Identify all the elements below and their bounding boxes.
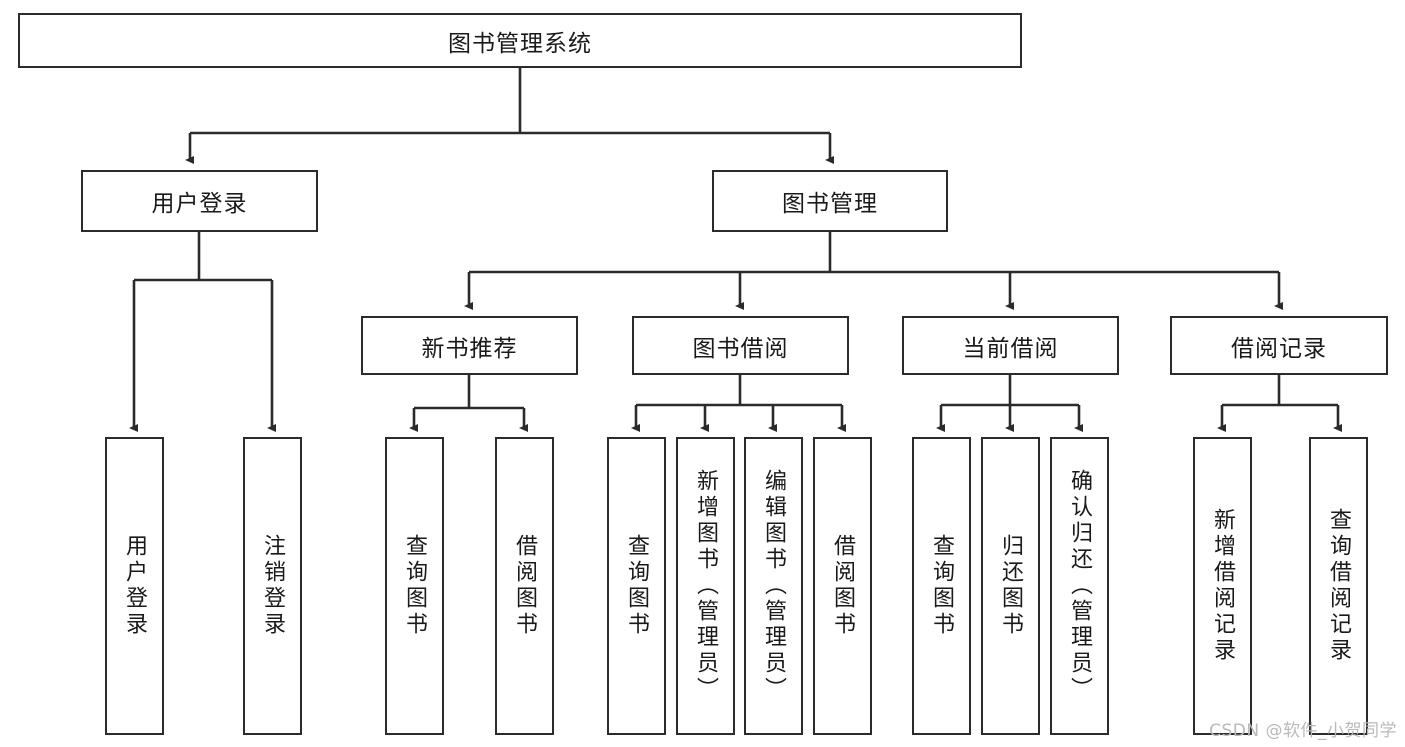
node-label: 新增图书（管理员）: [693, 469, 719, 703]
node-leaf-add-book-admin[interactable]: 新增图书（管理员）: [676, 437, 735, 735]
node-leaf-borrow-book[interactable]: 借阅图书: [813, 437, 872, 735]
node-label: 查询图书: [624, 534, 650, 638]
node-label: 图书借阅: [692, 335, 789, 362]
node-label: 注销登录: [260, 534, 286, 638]
node-leaf-edit-book-admin[interactable]: 编辑图书（管理员）: [744, 437, 803, 735]
node-label: 查询图书: [402, 534, 428, 638]
node-leaf-borrow-book-recommend[interactable]: 借阅图书: [495, 437, 554, 735]
node-label: 图书管理系统: [448, 30, 592, 57]
node-leaf-confirm-return-admin[interactable]: 确认归还（管理员）: [1050, 437, 1109, 735]
node-new-book-recommend[interactable]: 新书推荐: [361, 316, 578, 375]
node-label: 新增借阅记录: [1210, 508, 1236, 664]
node-user-login[interactable]: 用户登录: [81, 170, 318, 232]
node-label: 确认归还（管理员）: [1067, 469, 1093, 703]
node-label: 新书推荐: [421, 335, 518, 362]
node-leaf-user-login[interactable]: 用户登录: [105, 437, 164, 735]
node-label: 查询图书: [929, 534, 955, 638]
node-label: 借阅图书: [512, 534, 538, 638]
watermark: CSDN @软件_小贺同学: [1209, 721, 1397, 741]
node-leaf-query-book-current[interactable]: 查询图书: [912, 437, 971, 735]
node-leaf-logout[interactable]: 注销登录: [243, 437, 302, 735]
node-label: 当前借阅: [962, 335, 1059, 362]
node-leaf-query-book-recommend[interactable]: 查询图书: [385, 437, 444, 735]
node-current-borrow[interactable]: 当前借阅: [902, 316, 1119, 375]
node-label: 用户登录: [122, 534, 148, 638]
node-label: 查询借阅记录: [1326, 508, 1352, 664]
node-label: 编辑图书（管理员）: [761, 469, 787, 703]
node-leaf-return-book[interactable]: 归还图书: [981, 437, 1040, 735]
node-label: 归还图书: [998, 534, 1024, 638]
node-leaf-query-book-borrow[interactable]: 查询图书: [607, 437, 666, 735]
node-book-management[interactable]: 图书管理: [712, 170, 948, 232]
node-label: 借阅记录: [1231, 335, 1327, 362]
node-book-borrow[interactable]: 图书借阅: [632, 316, 849, 375]
node-root-book-management-system[interactable]: 图书管理系统: [18, 13, 1022, 68]
node-leaf-add-borrow-record[interactable]: 新增借阅记录: [1193, 437, 1252, 735]
node-leaf-query-borrow-record[interactable]: 查询借阅记录: [1309, 437, 1368, 735]
node-label: 图书管理: [782, 191, 878, 217]
node-borrow-record[interactable]: 借阅记录: [1170, 316, 1388, 375]
node-label: 用户登录: [151, 191, 248, 217]
node-label: 借阅图书: [830, 534, 856, 638]
